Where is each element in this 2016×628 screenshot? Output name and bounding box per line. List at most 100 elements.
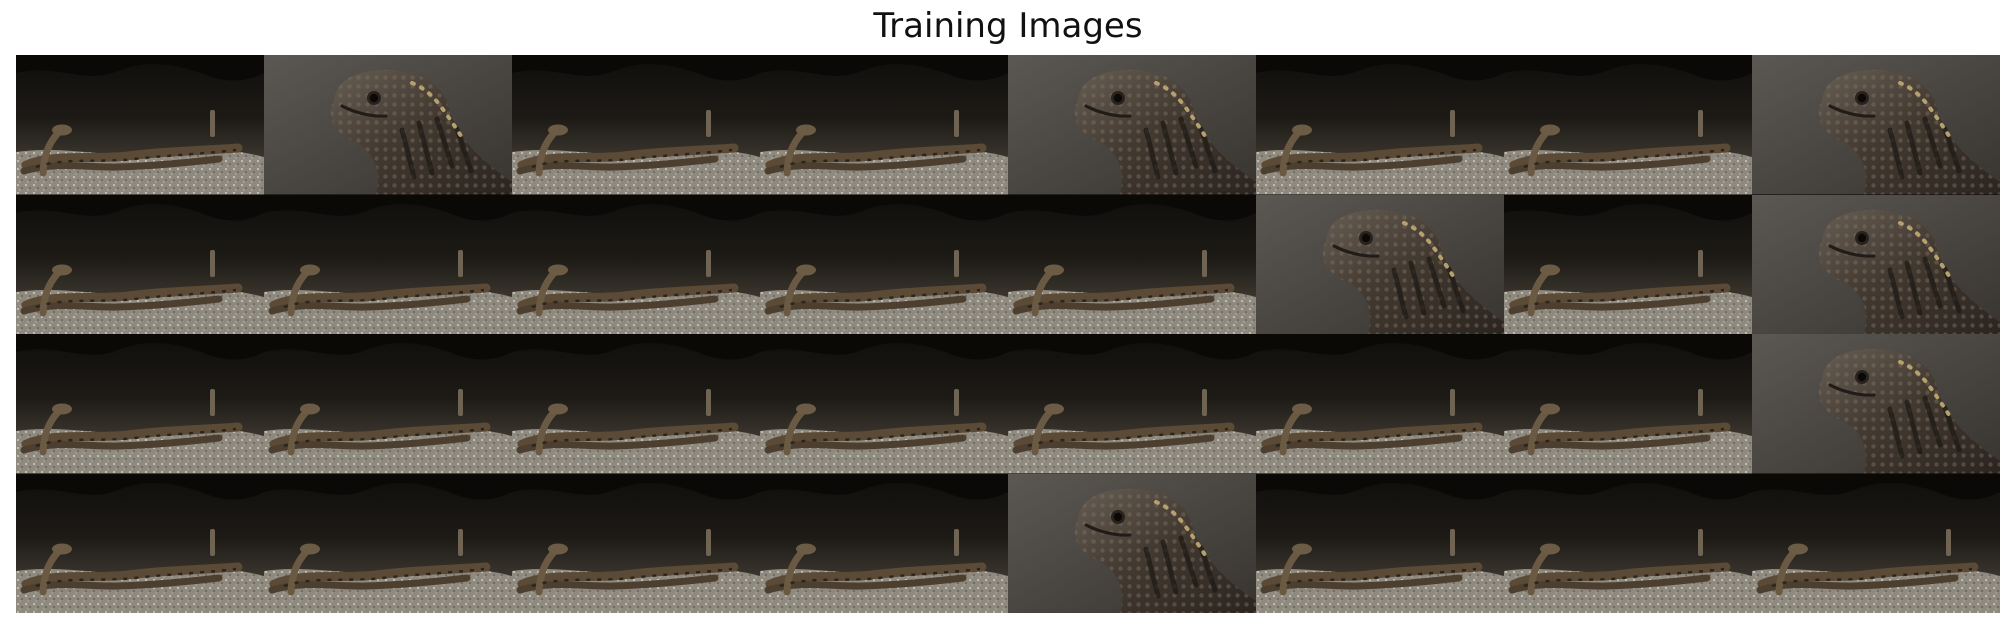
lizard-image-tile <box>264 55 512 195</box>
lizard-eye <box>369 93 379 103</box>
snake-coil <box>268 295 471 314</box>
snake-tail <box>458 528 463 556</box>
lizard-stripes <box>1887 256 1962 319</box>
snake-image-tile <box>16 55 264 195</box>
snake-body <box>1261 562 1483 588</box>
snake-coil <box>1508 434 1711 454</box>
snake-tail <box>954 528 959 556</box>
snake-tail <box>458 389 463 416</box>
lizard-eye <box>1857 233 1867 242</box>
snake-body <box>21 562 243 588</box>
snake-neck <box>535 269 558 316</box>
rock-overhang <box>1256 55 1504 81</box>
snake-tail <box>1698 389 1703 416</box>
snake-body <box>1509 422 1731 449</box>
snake-body <box>1013 422 1235 449</box>
snake-head <box>796 264 816 275</box>
snake-neck <box>1279 408 1302 456</box>
lizard-mouth <box>340 104 388 118</box>
snake-photo <box>760 55 1008 195</box>
snake-photo <box>1504 334 1752 474</box>
snake-body <box>1509 283 1731 309</box>
snake-photo <box>1256 473 1504 613</box>
snake-tail <box>458 249 463 277</box>
lizard-eye <box>1113 93 1123 103</box>
snake-coil <box>516 155 719 175</box>
snake-tail <box>1202 249 1207 277</box>
snake-image-tile <box>1256 55 1504 195</box>
rock-overhang <box>1504 473 1752 500</box>
snake-body <box>1757 562 1979 588</box>
snake-head <box>1292 403 1312 415</box>
snake-tail <box>1450 528 1455 556</box>
snake-neck <box>535 129 558 177</box>
snake-tail <box>954 389 959 416</box>
snake-neck <box>783 408 806 456</box>
snake-photo <box>1504 55 1752 195</box>
snake-neck <box>1527 408 1550 456</box>
lizard-eye <box>1857 93 1867 103</box>
lizard-stripes <box>1887 395 1962 459</box>
snake-head <box>52 403 72 415</box>
snake-image-tile <box>760 194 1008 334</box>
snake-image-tile <box>512 334 760 474</box>
snake-body <box>765 283 987 309</box>
snake-coil <box>20 434 223 454</box>
lizard-eye <box>1857 372 1867 382</box>
snake-coil <box>1508 295 1711 314</box>
snake-body <box>517 143 739 170</box>
snake-image-tile <box>16 473 264 613</box>
snake-head <box>1540 403 1560 415</box>
snake-image-tile <box>1504 194 1752 334</box>
snake-neck <box>287 408 310 456</box>
snake-tail <box>706 389 711 416</box>
snake-image-tile <box>512 194 760 334</box>
snake-body <box>269 283 491 309</box>
snake-head <box>1788 543 1808 554</box>
snake-coil <box>1260 574 1463 593</box>
snake-neck <box>39 548 62 595</box>
snake-body <box>1261 422 1483 449</box>
snake-head <box>796 543 816 554</box>
snake-tail <box>210 249 215 277</box>
rock-overhang <box>512 473 760 500</box>
snake-coil <box>764 574 967 593</box>
snake-neck <box>1031 269 1054 316</box>
snake-head <box>52 124 72 136</box>
snake-photo <box>16 55 264 195</box>
snake-tail <box>1946 528 1951 556</box>
snake-neck <box>1527 548 1550 595</box>
rock-overhang <box>512 334 760 360</box>
snake-head <box>796 124 816 136</box>
snake-photo <box>1504 194 1752 334</box>
snake-image-tile <box>1008 194 1256 334</box>
snake-neck <box>1279 548 1302 595</box>
snake-head <box>52 264 72 275</box>
rock-overhang <box>1504 334 1752 360</box>
snake-head <box>1540 264 1560 275</box>
lizard-mouth <box>1828 244 1876 258</box>
snake-photo <box>16 473 264 613</box>
snake-tail <box>954 110 959 137</box>
snake-body <box>21 422 243 449</box>
snake-photo <box>512 334 760 474</box>
snake-body <box>517 422 739 449</box>
lizard-photo <box>1256 194 1504 334</box>
snake-neck <box>287 548 310 595</box>
snake-neck <box>287 269 310 316</box>
snake-head <box>300 543 320 554</box>
snake-coil <box>764 155 967 175</box>
snake-head <box>1292 124 1312 136</box>
snake-head <box>300 403 320 415</box>
lizard-crest <box>1154 81 1209 141</box>
rock-overhang <box>1256 334 1504 360</box>
rock-overhang <box>1008 194 1256 221</box>
snake-body <box>1509 143 1731 170</box>
snake-photo <box>1008 194 1256 334</box>
snake-image-tile <box>264 194 512 334</box>
snake-head <box>1044 403 1064 415</box>
rock-overhang <box>1504 55 1752 81</box>
lizard-mouth <box>1084 104 1132 118</box>
snake-coil <box>516 574 719 593</box>
snake-photo <box>1008 334 1256 474</box>
